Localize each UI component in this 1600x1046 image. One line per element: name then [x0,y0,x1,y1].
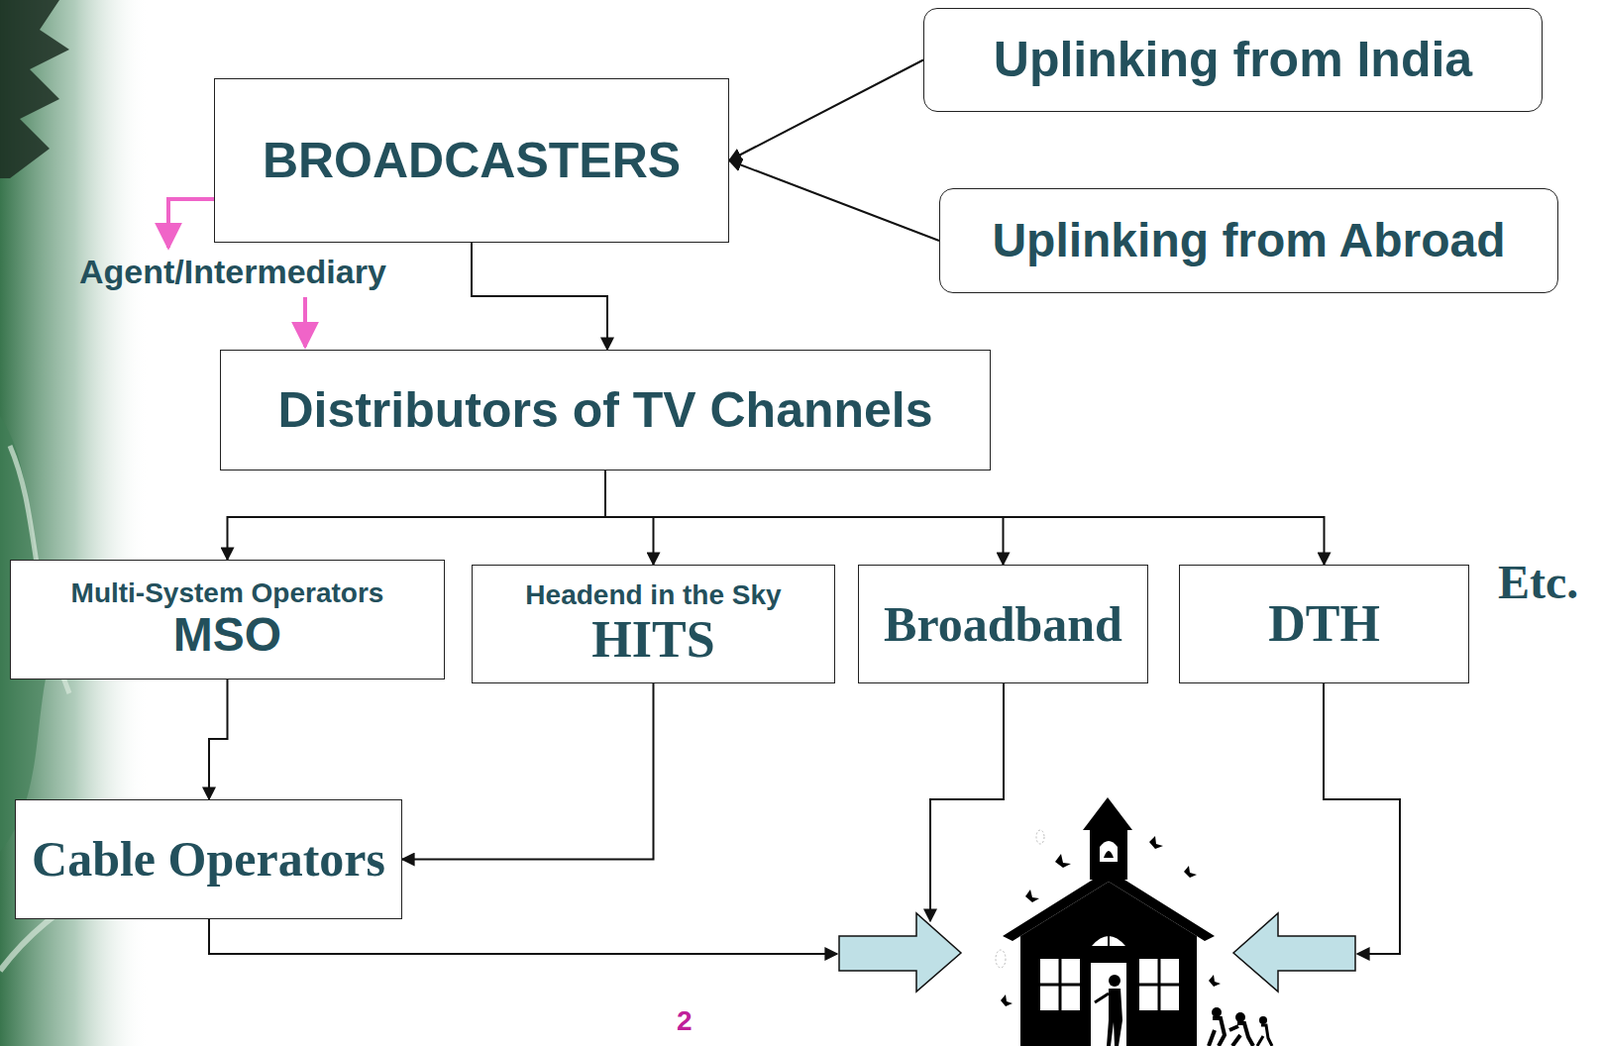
platform-box: Broadband [857,564,1149,684]
uplink-box: Uplinking from India [923,7,1543,112]
connector-arrow [209,679,228,800]
intermediary-label: Agent/Intermediary [79,253,387,291]
platform-box: Headend in the SkyHITS [471,564,836,684]
node-text: DTH [1268,595,1381,652]
broadcaster-box: BROADCASTERS [213,78,730,243]
node-text: Uplinking from India [993,32,1473,88]
distributor-box: Distributors of TV Channels [219,349,991,471]
connector-arrow [227,470,607,560]
node-text: Uplinking from Abroad [991,214,1505,268]
page-number: 2 [676,1006,693,1038]
connector-arrow [605,470,1325,565]
connector-arrow [471,242,608,350]
node-text: Broadband [883,597,1123,652]
node-text: Headend in the Sky [525,580,781,612]
node-text: MSO [173,609,282,662]
connector-arrow [402,683,654,860]
node-text: Distributors of TV Channels [277,383,933,438]
platform-box: Multi-System OperatorsMSO [9,559,445,680]
etc-label: Etc. [1497,556,1579,610]
node-text: Multi-System Operators [71,578,385,610]
platform-box: DTH [1178,564,1470,684]
operator-box: Cable Operators [14,799,403,920]
school-house-illustration [995,797,1273,1046]
uplink-box: Uplinking from Abroad [939,188,1559,294]
node-text: HITS [591,611,715,668]
node-text: Cable Operators [31,832,386,887]
node-text: BROADCASTERS [262,133,681,189]
connector-arrow [729,160,940,241]
connector-arrow [729,60,924,162]
